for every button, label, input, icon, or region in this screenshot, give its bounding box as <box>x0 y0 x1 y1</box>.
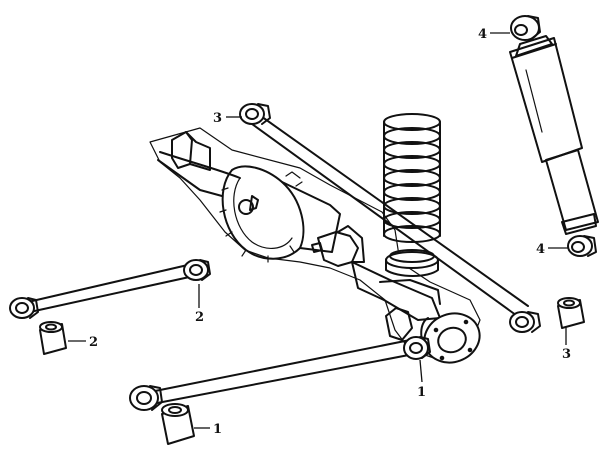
lateral-link <box>9 259 211 319</box>
leader-lines <box>68 32 568 429</box>
bushing-3 <box>557 297 585 329</box>
leader-1-link <box>419 359 423 383</box>
callout-2-bush: 2 <box>89 335 98 350</box>
callout-4-bottom: 4 <box>536 242 545 257</box>
callout-4-top: 4 <box>478 27 487 42</box>
callout-2-link: 2 <box>195 310 204 325</box>
upper-control-arm <box>239 103 541 333</box>
callout-labels: 4 4 3 3 2 2 1 1 <box>89 27 571 437</box>
shock-absorber <box>509 15 599 257</box>
callout-1-bush: 1 <box>213 422 222 437</box>
lower-control-arm <box>129 336 431 411</box>
coil-spring <box>383 113 441 277</box>
bushing-1 <box>161 403 195 445</box>
callout-3-right: 3 <box>562 347 571 362</box>
callout-1-link: 1 <box>417 385 426 400</box>
callout-3-top: 3 <box>213 111 222 126</box>
axle-housing <box>149 127 481 364</box>
bushing-2 <box>39 321 67 355</box>
